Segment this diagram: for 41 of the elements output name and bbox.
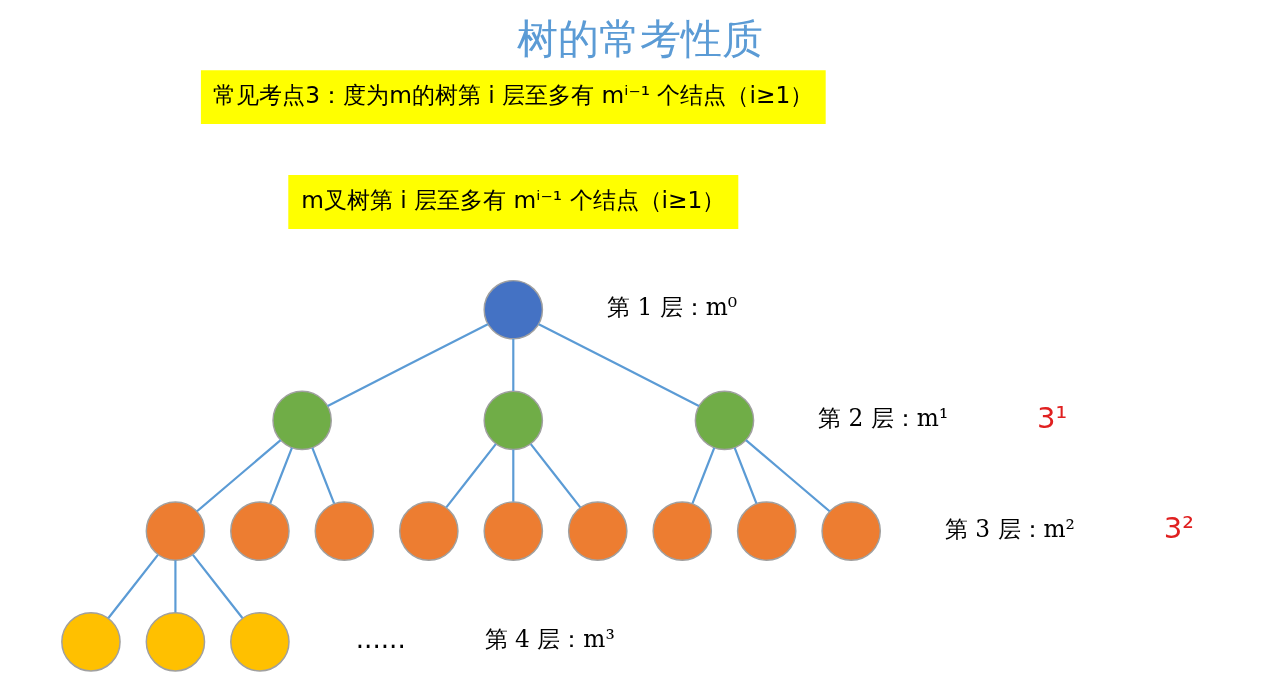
connector <box>445 443 497 509</box>
node-circle <box>61 611 121 672</box>
label: 3¹ <box>1037 400 1068 435</box>
node-circle <box>145 611 206 672</box>
node-circle <box>483 501 544 561</box>
connector <box>691 447 716 504</box>
connector <box>733 447 758 504</box>
connector <box>512 338 515 391</box>
node-circle <box>272 390 332 451</box>
connector <box>269 447 293 504</box>
connector <box>107 554 159 619</box>
node-circle <box>314 501 375 561</box>
connector <box>196 439 282 513</box>
node-circle <box>230 501 290 561</box>
connector <box>174 560 177 613</box>
label: ...... <box>355 624 406 655</box>
connector <box>311 447 336 504</box>
node-circle <box>694 390 755 451</box>
connector <box>745 439 831 513</box>
node-circle <box>398 501 459 561</box>
node-circle <box>230 611 290 672</box>
label: 3² <box>1163 511 1194 546</box>
diagram-title: 树的常考性质 <box>517 14 763 63</box>
node-circle <box>652 501 713 561</box>
label: 第 2 层：m¹ <box>818 403 949 431</box>
connector <box>327 323 489 407</box>
node-circle <box>736 501 797 561</box>
label: 第 3 层：m² <box>944 514 1075 542</box>
node-circle <box>483 390 544 451</box>
node-circle <box>567 501 628 561</box>
connector <box>512 449 515 502</box>
connector <box>538 323 700 407</box>
label: m叉树第 i 层至多有 mⁱ⁻¹ 个结点（i≥1） <box>301 185 726 213</box>
connector <box>192 554 244 619</box>
node-circle <box>821 501 882 561</box>
label: 第 4 层：m³ <box>484 625 615 653</box>
node-circle <box>483 279 544 340</box>
label: 第 1 层：m⁰ <box>607 293 738 321</box>
node-circle <box>145 501 206 561</box>
connector <box>529 443 582 509</box>
label: 常见考点3：度为m的树第 i 层至多有 mⁱ⁻¹ 个结点（i≥1） <box>213 80 814 108</box>
